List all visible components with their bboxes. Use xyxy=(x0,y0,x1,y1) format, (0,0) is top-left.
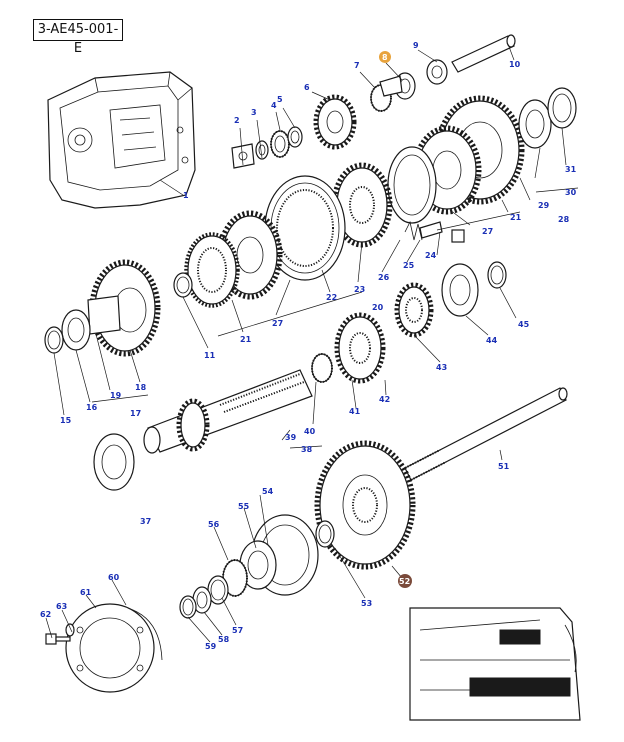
spring[interactable] xyxy=(404,220,423,241)
label-38: 38 xyxy=(301,445,313,454)
label-39: 39 xyxy=(285,433,297,442)
label-27a: 27 xyxy=(272,319,283,328)
label-7: 7 xyxy=(354,61,360,70)
gear-18[interactable] xyxy=(87,259,161,357)
inset-cross-section xyxy=(409,607,581,721)
washer-16[interactable] xyxy=(61,309,91,351)
label-27b: 27 xyxy=(482,227,493,236)
circlip-11[interactable] xyxy=(173,272,193,298)
detent-pin[interactable] xyxy=(419,221,443,239)
label-8-highlight xyxy=(379,51,391,63)
washer-63[interactable] xyxy=(65,623,75,637)
label-8: 8 xyxy=(382,53,388,62)
circlip-59[interactable] xyxy=(179,595,197,619)
label-26: 26 xyxy=(378,273,390,282)
diagram-reference-code: 3-AE45-001-E xyxy=(33,19,123,56)
needle-bearing-small[interactable] xyxy=(270,130,290,158)
cover-61[interactable] xyxy=(65,603,155,693)
label-52: 52 xyxy=(399,577,410,586)
gear-52[interactable] xyxy=(314,440,416,570)
thrust-washer-8[interactable] xyxy=(379,72,416,100)
label-60: 60 xyxy=(108,573,120,582)
label-11: 11 xyxy=(204,351,216,360)
label-37: 37 xyxy=(140,517,151,526)
synchro-ring-21-upper[interactable] xyxy=(387,146,437,224)
label-2: 2 xyxy=(234,116,240,125)
label-54: 54 xyxy=(262,487,274,496)
circlip-15[interactable] xyxy=(44,326,64,354)
label-56: 56 xyxy=(208,520,220,529)
plate[interactable] xyxy=(231,143,255,169)
output-shaft-51[interactable] xyxy=(404,387,568,481)
label-44: 44 xyxy=(486,336,498,345)
label-24: 24 xyxy=(425,251,437,260)
label-19: 19 xyxy=(110,391,122,400)
label-45: 45 xyxy=(518,320,530,329)
part-labels: 1 2 3 4 5 6 7 8 9 10 11 15 16 17 18 19 2… xyxy=(40,41,577,651)
label-6: 6 xyxy=(304,83,310,92)
circlip-53[interactable] xyxy=(315,520,335,548)
small-washer[interactable] xyxy=(255,140,269,160)
label-1: 1 xyxy=(183,191,189,200)
label-25: 25 xyxy=(403,261,415,270)
label-4: 4 xyxy=(271,101,277,110)
gearbox-housing[interactable] xyxy=(47,71,196,209)
gear-6[interactable] xyxy=(313,94,357,150)
label-5: 5 xyxy=(277,95,283,104)
label-21b: 21 xyxy=(510,213,522,222)
label-42: 42 xyxy=(379,395,390,404)
label-9: 9 xyxy=(413,41,419,50)
bearing-30[interactable] xyxy=(518,99,552,149)
synchro-ring-21-lower[interactable] xyxy=(184,232,240,308)
label-10: 10 xyxy=(509,60,521,69)
label-61: 61 xyxy=(80,588,92,597)
label-17: 17 xyxy=(130,409,141,418)
label-18: 18 xyxy=(135,383,147,392)
bearing-37[interactable] xyxy=(93,433,135,491)
label-31: 31 xyxy=(565,165,577,174)
block[interactable] xyxy=(451,229,465,243)
needle-bearing-41[interactable] xyxy=(311,353,333,383)
label-51: 51 xyxy=(498,462,510,471)
gear-42[interactable] xyxy=(334,312,386,384)
label-23: 23 xyxy=(354,285,365,294)
label-63: 63 xyxy=(56,602,67,611)
label-3: 3 xyxy=(251,108,257,117)
label-21a: 21 xyxy=(240,335,252,344)
label-62: 62 xyxy=(40,610,51,619)
label-55: 55 xyxy=(238,502,250,511)
gear-43[interactable] xyxy=(394,282,434,338)
main-shaft-39[interactable] xyxy=(143,369,313,454)
label-52-highlight xyxy=(398,574,412,588)
label-41: 41 xyxy=(349,407,361,416)
label-22: 22 xyxy=(326,293,337,302)
bush-9[interactable] xyxy=(426,59,448,85)
label-15: 15 xyxy=(60,416,72,425)
leader-lines xyxy=(45,43,579,643)
spacer-ring[interactable] xyxy=(287,126,303,148)
label-59: 59 xyxy=(205,642,217,651)
circlip-45[interactable] xyxy=(487,261,507,289)
label-29: 29 xyxy=(538,201,550,210)
label-40: 40 xyxy=(304,427,316,436)
label-57: 57 xyxy=(232,626,243,635)
label-28: 28 xyxy=(558,215,570,224)
bearing-44[interactable] xyxy=(441,263,479,317)
label-20: 20 xyxy=(372,303,384,312)
ring-31[interactable] xyxy=(547,87,577,129)
layshaft-10[interactable] xyxy=(451,34,516,73)
label-30: 30 xyxy=(565,188,577,197)
label-43: 43 xyxy=(436,363,447,372)
label-58: 58 xyxy=(218,635,230,644)
label-16: 16 xyxy=(86,403,98,412)
label-53: 53 xyxy=(361,599,372,608)
